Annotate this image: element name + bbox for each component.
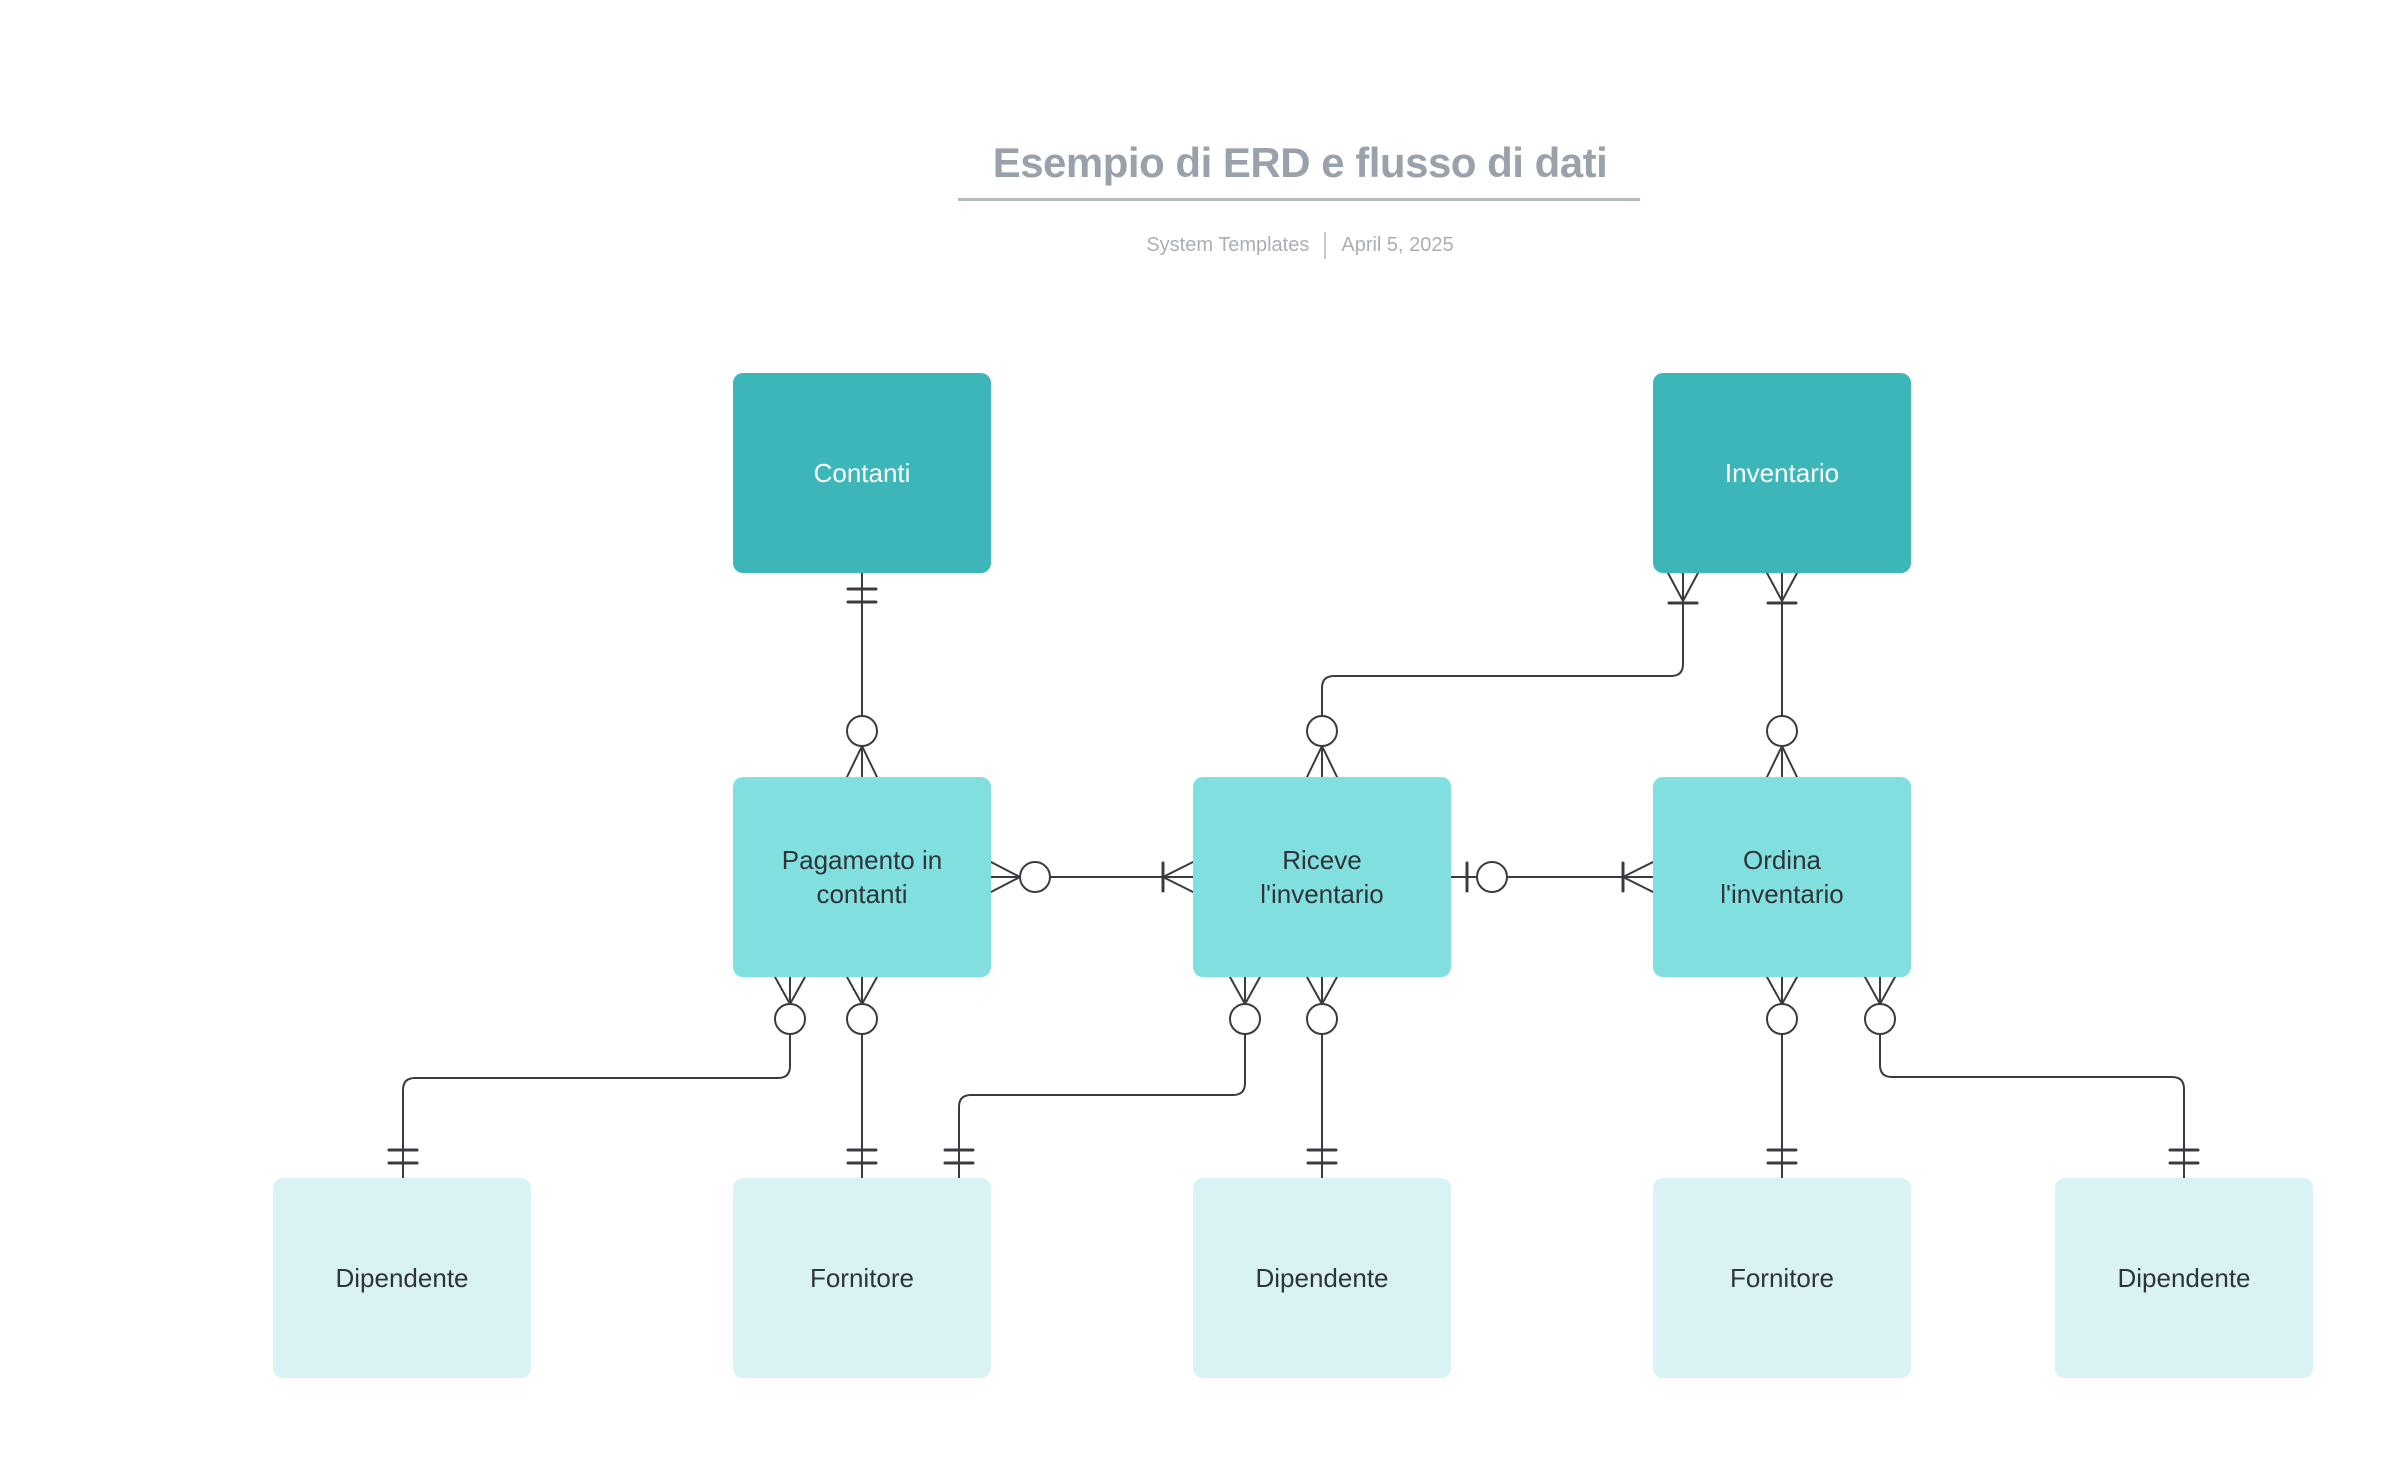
- node-contanti[interactable]: Contanti: [733, 373, 991, 573]
- node-dipendente1[interactable]: Dipendente: [273, 1178, 531, 1378]
- edge-riceve-ordina: [1450, 861, 1654, 893]
- subtitle-author: System Templates: [1146, 234, 1310, 256]
- edge-ordina-dipendente3: [1864, 976, 2200, 1179]
- page-header: Esempio di ERD e flusso di dati: [950, 138, 1650, 188]
- edge-inventario-ordina: [1766, 572, 1798, 778]
- edge-pagamento-riceve: [990, 861, 1194, 893]
- edge-riceve-fornitore1: [943, 976, 1261, 1179]
- page-title: Esempio di ERD e flusso di dati: [992, 139, 1608, 186]
- node-dipendente2[interactable]: Dipendente: [1193, 1178, 1451, 1378]
- edge-inventario-riceve: [1306, 572, 1699, 778]
- title-underline: [958, 198, 1640, 201]
- edge-contanti-pagamento: [846, 572, 878, 778]
- subtitle-separator: [1324, 231, 1327, 259]
- edge-ordina-fornitore2: [1766, 976, 1798, 1179]
- node-fornitore2[interactable]: Fornitore: [1653, 1178, 1911, 1378]
- node-riceve[interactable]: Riceve l'inventario: [1193, 777, 1451, 977]
- node-ordina[interactable]: Ordina l'inventario: [1653, 777, 1911, 977]
- node-inventario[interactable]: Inventario: [1653, 373, 1911, 573]
- page-subtitle: System Templates April 5, 2025: [950, 230, 1650, 260]
- edge-riceve-dipendente2: [1306, 976, 1338, 1179]
- subtitle-date: April 5, 2025: [1341, 234, 1454, 256]
- edge-pagamento-dipendente1: [387, 976, 806, 1179]
- edge-pagamento-fornitore1: [846, 976, 878, 1179]
- node-pagamento[interactable]: Pagamento in contanti: [733, 777, 991, 977]
- node-fornitore1[interactable]: Fornitore: [733, 1178, 991, 1378]
- node-dipendente3[interactable]: Dipendente: [2055, 1178, 2313, 1378]
